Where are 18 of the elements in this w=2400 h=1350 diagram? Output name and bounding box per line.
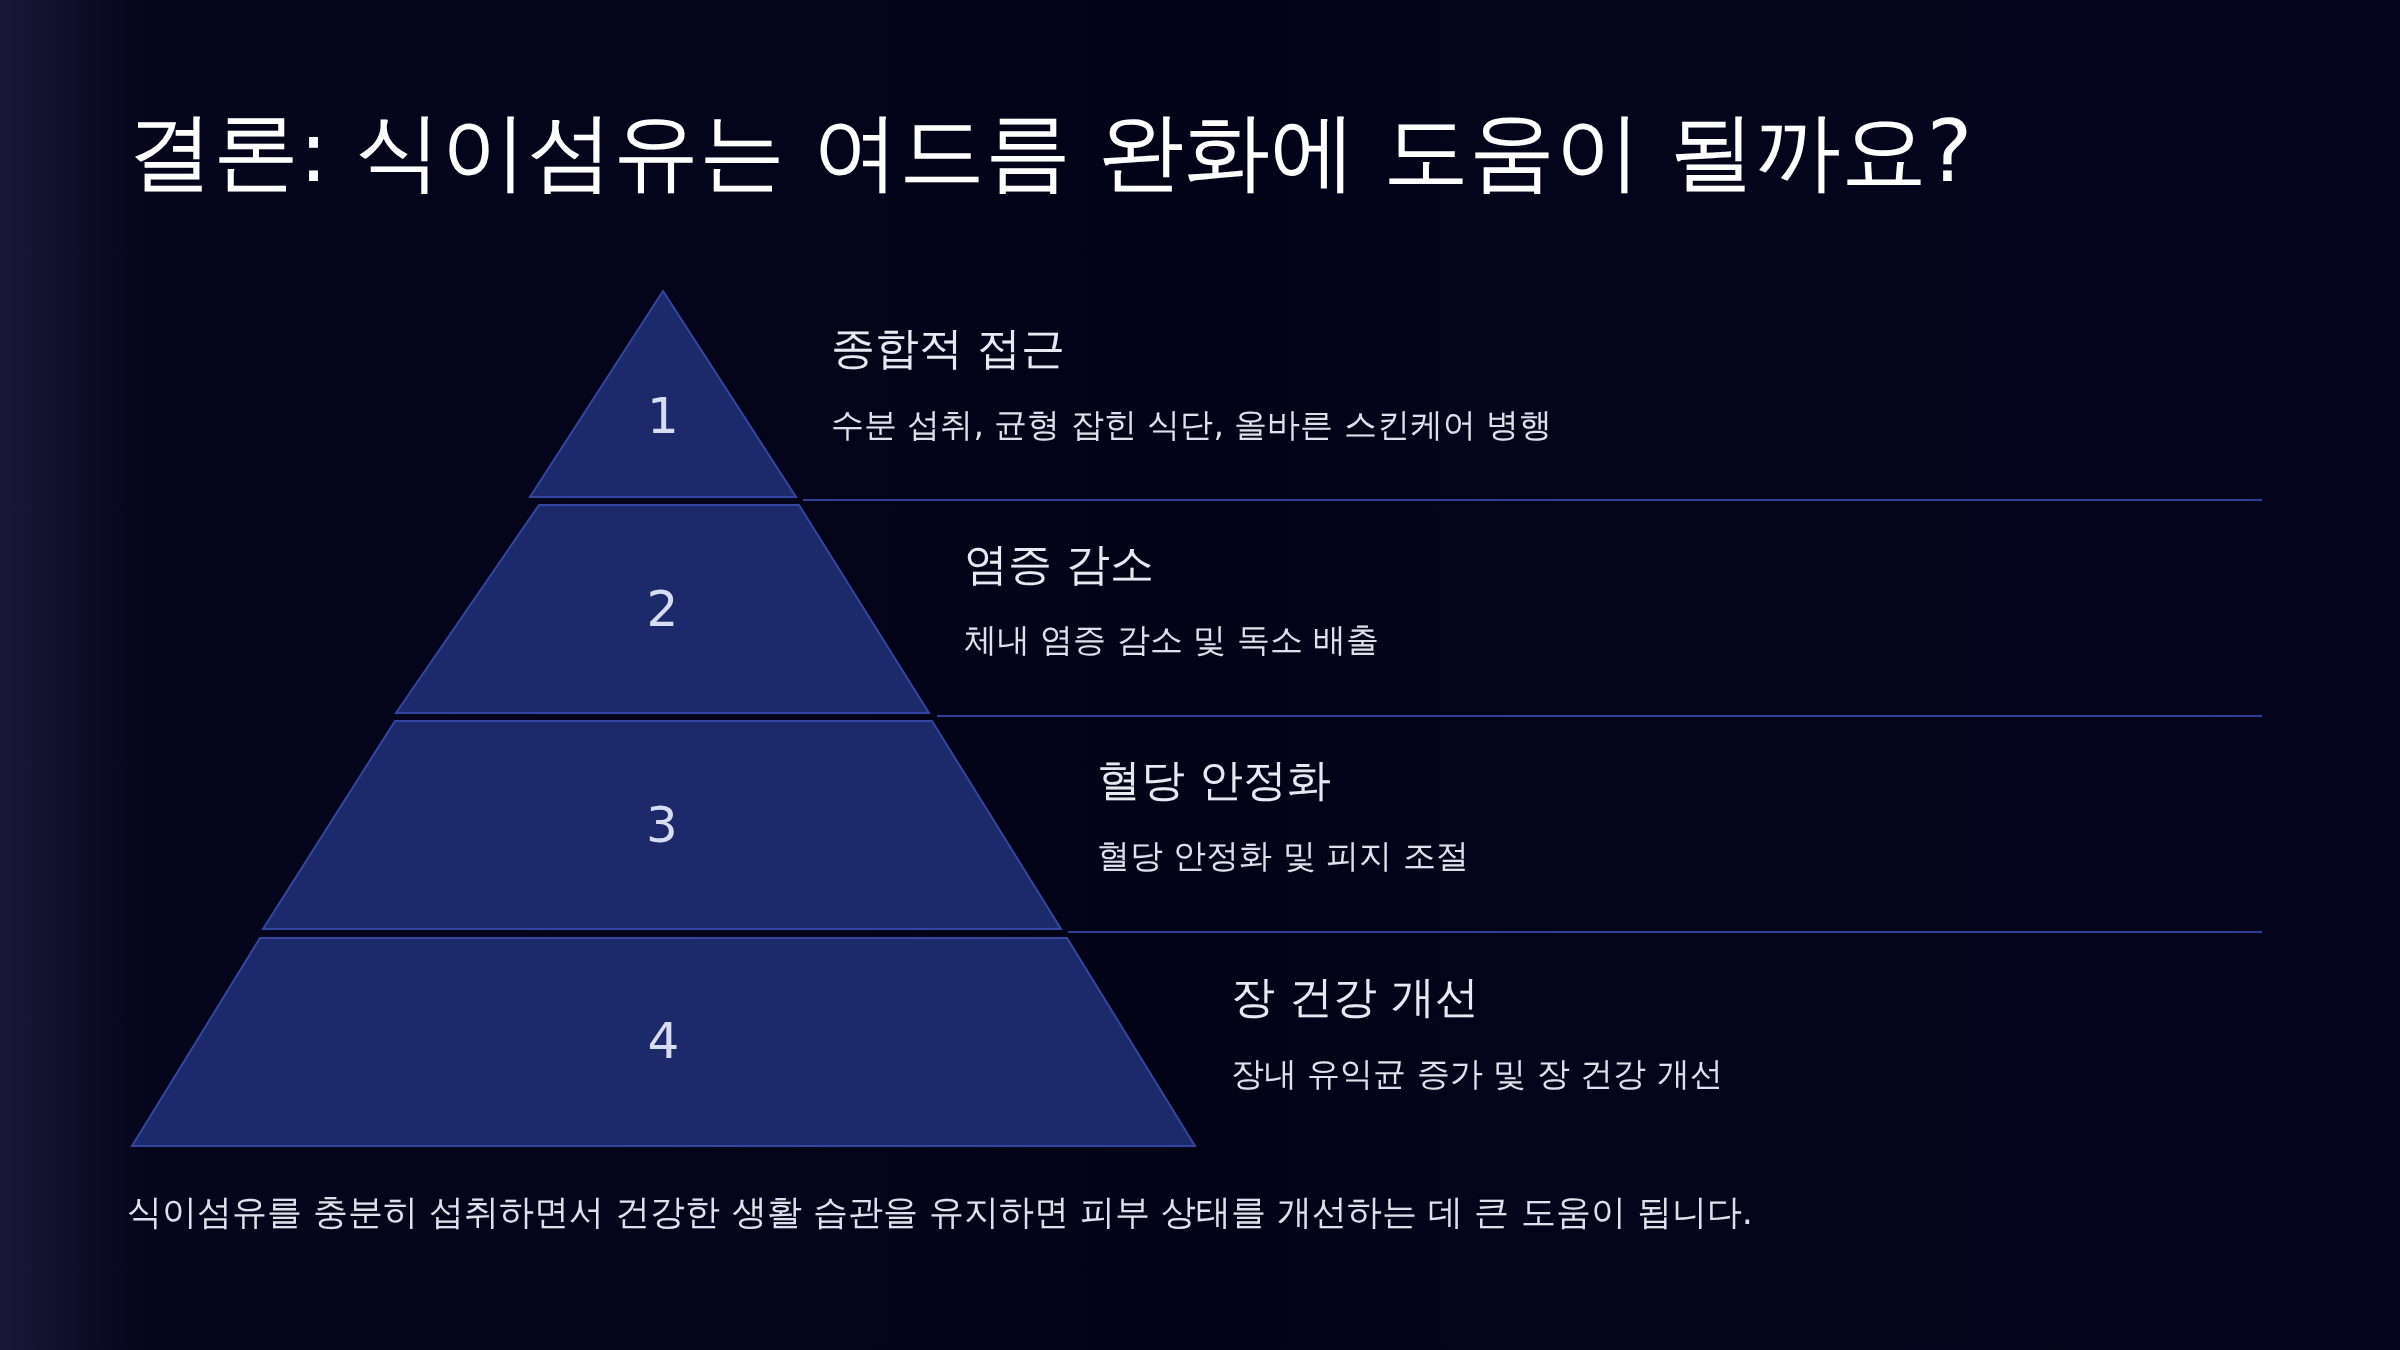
slide-title: 결론: 식이섬유는 여드름 완화에 도움이 될까요? [127,100,1973,203]
level-description: 수분 섭취, 균형 잡힌 식단, 올바른 스킨케어 병행 [831,405,1553,445]
pyramid-level [263,721,1061,929]
level-description: 혈당 안정화 및 피지 조절 [1097,836,1469,876]
level-heading: 혈당 안정화 [1097,754,1331,807]
caption-text: 식이섬유를 충분히 섭취하면서 건강한 생활 습관을 유지하면 피부 상태를 개선하는 데 큰 도움이 됩니다. [127,1191,1753,1234]
level-number: 4 [646,1016,681,1066]
level-number: 3 [645,800,679,850]
level-description: 체내 염증 감소 및 독소 배출 [964,620,1380,660]
pyramid-level [530,291,796,497]
pyramid-level [132,938,1195,1146]
level-heading: 염증 감소 [964,538,1154,591]
level-number: 1 [646,391,680,441]
level-number: 2 [645,584,680,634]
level-description: 장내 유익균 증가 및 장 건강 개선 [1231,1054,1723,1094]
level-heading: 장 건강 개선 [1231,971,1479,1024]
level-heading: 종합적 접근 [831,322,1065,375]
pyramid-level [396,505,929,713]
